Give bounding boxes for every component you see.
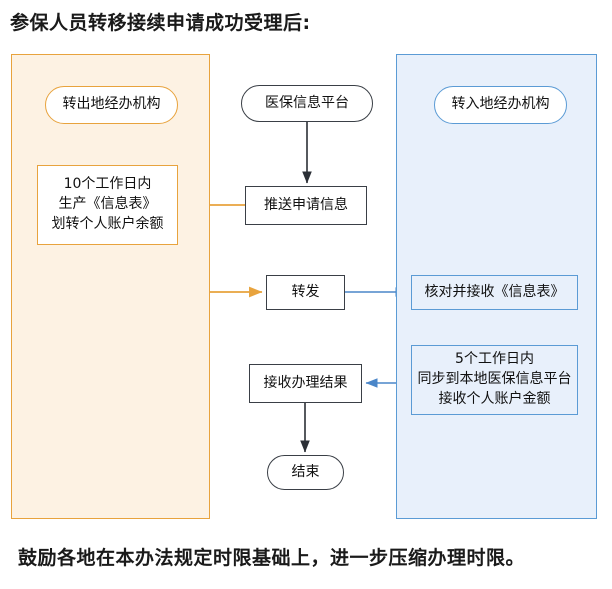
lane-source-agency xyxy=(11,54,210,519)
node-source-task[interactable]: 10个工作日内 生产《信息表》 划转个人账户余额 xyxy=(37,165,178,245)
node-end[interactable]: 结束 xyxy=(267,455,344,490)
node-receive-result[interactable]: 接收办理结果 xyxy=(249,364,362,403)
node-verify-and-receive-form[interactable]: 核对并接收《信息表》 xyxy=(411,275,578,310)
node-target-agency[interactable]: 转入地经办机构 xyxy=(434,86,567,124)
footer-note: 鼓励各地在本办法规定时限基础上，进一步压缩办理时限。 xyxy=(18,547,526,569)
node-medical-insurance-platform[interactable]: 医保信息平台 xyxy=(241,85,373,122)
node-forward[interactable]: 转发 xyxy=(266,275,345,310)
node-push-application-info[interactable]: 推送申请信息 xyxy=(245,186,367,225)
page-title: 参保人员转移接续申请成功受理后: xyxy=(10,12,311,34)
node-sync-task[interactable]: 5个工作日内 同步到本地医保信息平台 接收个人账户金额 xyxy=(411,345,578,415)
node-source-agency[interactable]: 转出地经办机构 xyxy=(45,86,178,124)
